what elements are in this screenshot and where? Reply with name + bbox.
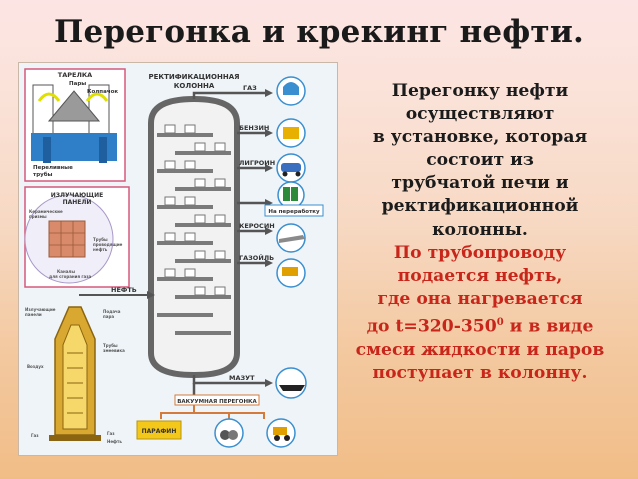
text-line-11: до t=320-3500 и в виде xyxy=(338,311,622,339)
furnace-note-h: Газ xyxy=(31,433,39,438)
furnace-note-a: Излучающие xyxy=(25,307,56,312)
oil-label: НЕФТЬ xyxy=(111,286,137,294)
panels-note-d: проводящие xyxy=(93,242,123,247)
oil-feed-line: НЕФТЬ xyxy=(79,286,155,299)
column-label-1: РЕКТИФИКАЦИОННАЯ xyxy=(148,73,239,81)
text-line-7: колонны. xyxy=(432,219,528,240)
product-icons: На переработку xyxy=(264,76,324,399)
panels-inset: ИЗЛУЧАЮЩИЕ ПАНЕЛИ Керамические призмы Тр… xyxy=(24,186,130,288)
fraction-kerosene: КЕРОСИН xyxy=(239,222,275,230)
paraffin-label: ПАРАФИН xyxy=(142,428,177,435)
panels-note-c: Трубы xyxy=(93,237,108,242)
text-line-2: осуществляют xyxy=(405,104,555,125)
cap-label: Колпачок xyxy=(87,89,118,95)
recycle-label: На переработку xyxy=(268,208,320,215)
panels-note-e: нефть xyxy=(93,247,108,252)
text-line-5: трубчатой печи и xyxy=(391,173,569,194)
rectification-column xyxy=(148,95,240,379)
furnace-note-g: Воздух xyxy=(27,364,44,369)
text-line-6: ректификационной xyxy=(381,196,579,217)
degree-superscript: 0 xyxy=(496,316,504,328)
panels-label-1: ИЗЛУЧАЮЩИЕ xyxy=(51,192,104,199)
text-line-8: По трубопроводу xyxy=(393,242,567,263)
furnace-note-j: Газ xyxy=(107,431,115,436)
text-line-12: смеси жидкости и паров xyxy=(355,339,605,360)
fraction-gasoil: ГАЗОЙЛЬ xyxy=(239,253,274,262)
tray-label: ТАРЕЛКА xyxy=(58,71,92,79)
text-line-4: состоит из xyxy=(426,150,534,171)
fraction-fuel-oil: МАЗУТ xyxy=(229,374,255,382)
text-line-10: где она нагревается xyxy=(377,288,583,309)
furnace-note-d: пара xyxy=(103,314,114,319)
vacuum-distillation: ВАКУУМНАЯ ПЕРЕГОНКА ПАРАФИН xyxy=(136,394,296,448)
panels-note-f: Каналы xyxy=(57,269,75,274)
furnace-note-b: панели xyxy=(25,312,42,317)
text-line-13: поступает в колонну. xyxy=(372,362,588,383)
text-line-9: подается нефть, xyxy=(397,265,563,286)
furnace-note-i: Нефть xyxy=(107,439,122,444)
column-label-2: КОЛОННА xyxy=(174,82,215,90)
vapors-label: Пары xyxy=(69,81,86,87)
fraction-naphtha: ЛИГРОИН xyxy=(239,159,275,167)
fraction-gas: ГАЗ xyxy=(243,84,257,92)
overflow-label-1: Переливные xyxy=(33,165,73,171)
distillation-diagram: ТАРЕЛКА Пары Колпачок Переливные трубы Р… xyxy=(18,62,338,456)
furnace-note-c: Подача xyxy=(103,309,121,314)
tray-inset: ТАРЕЛКА Пары Колпачок Переливные трубы xyxy=(24,68,126,182)
overflow-label-2: трубы xyxy=(33,171,53,178)
vacuum-label: ВАКУУМНАЯ ПЕРЕГОНКА xyxy=(177,399,257,405)
panels-note-g: для сгорания газа xyxy=(49,274,92,279)
tube-furnace: Излучающие панели Подача пара Трубы змее… xyxy=(25,306,125,444)
text-line-3: в установке, которая xyxy=(372,127,588,148)
fraction-gasoline: БЕНЗИН xyxy=(239,124,269,132)
description-text: Перегонку нефти осуществляют в установке… xyxy=(338,80,622,385)
furnace-note-e: Трубы xyxy=(103,343,118,348)
furnace-note-f: змеевика xyxy=(103,348,125,353)
text-line-11-end: и в виде xyxy=(503,316,594,337)
panels-label-2: ПАНЕЛИ xyxy=(63,199,92,206)
panels-note-b: призмы xyxy=(29,214,47,219)
temperature-range: до t=320-350 xyxy=(366,316,497,337)
panels-note-a: Керамические xyxy=(29,209,63,214)
text-line-1: Перегонку нефти xyxy=(391,81,569,101)
slide-title: Перегонка и крекинг нефти. xyxy=(53,14,585,50)
